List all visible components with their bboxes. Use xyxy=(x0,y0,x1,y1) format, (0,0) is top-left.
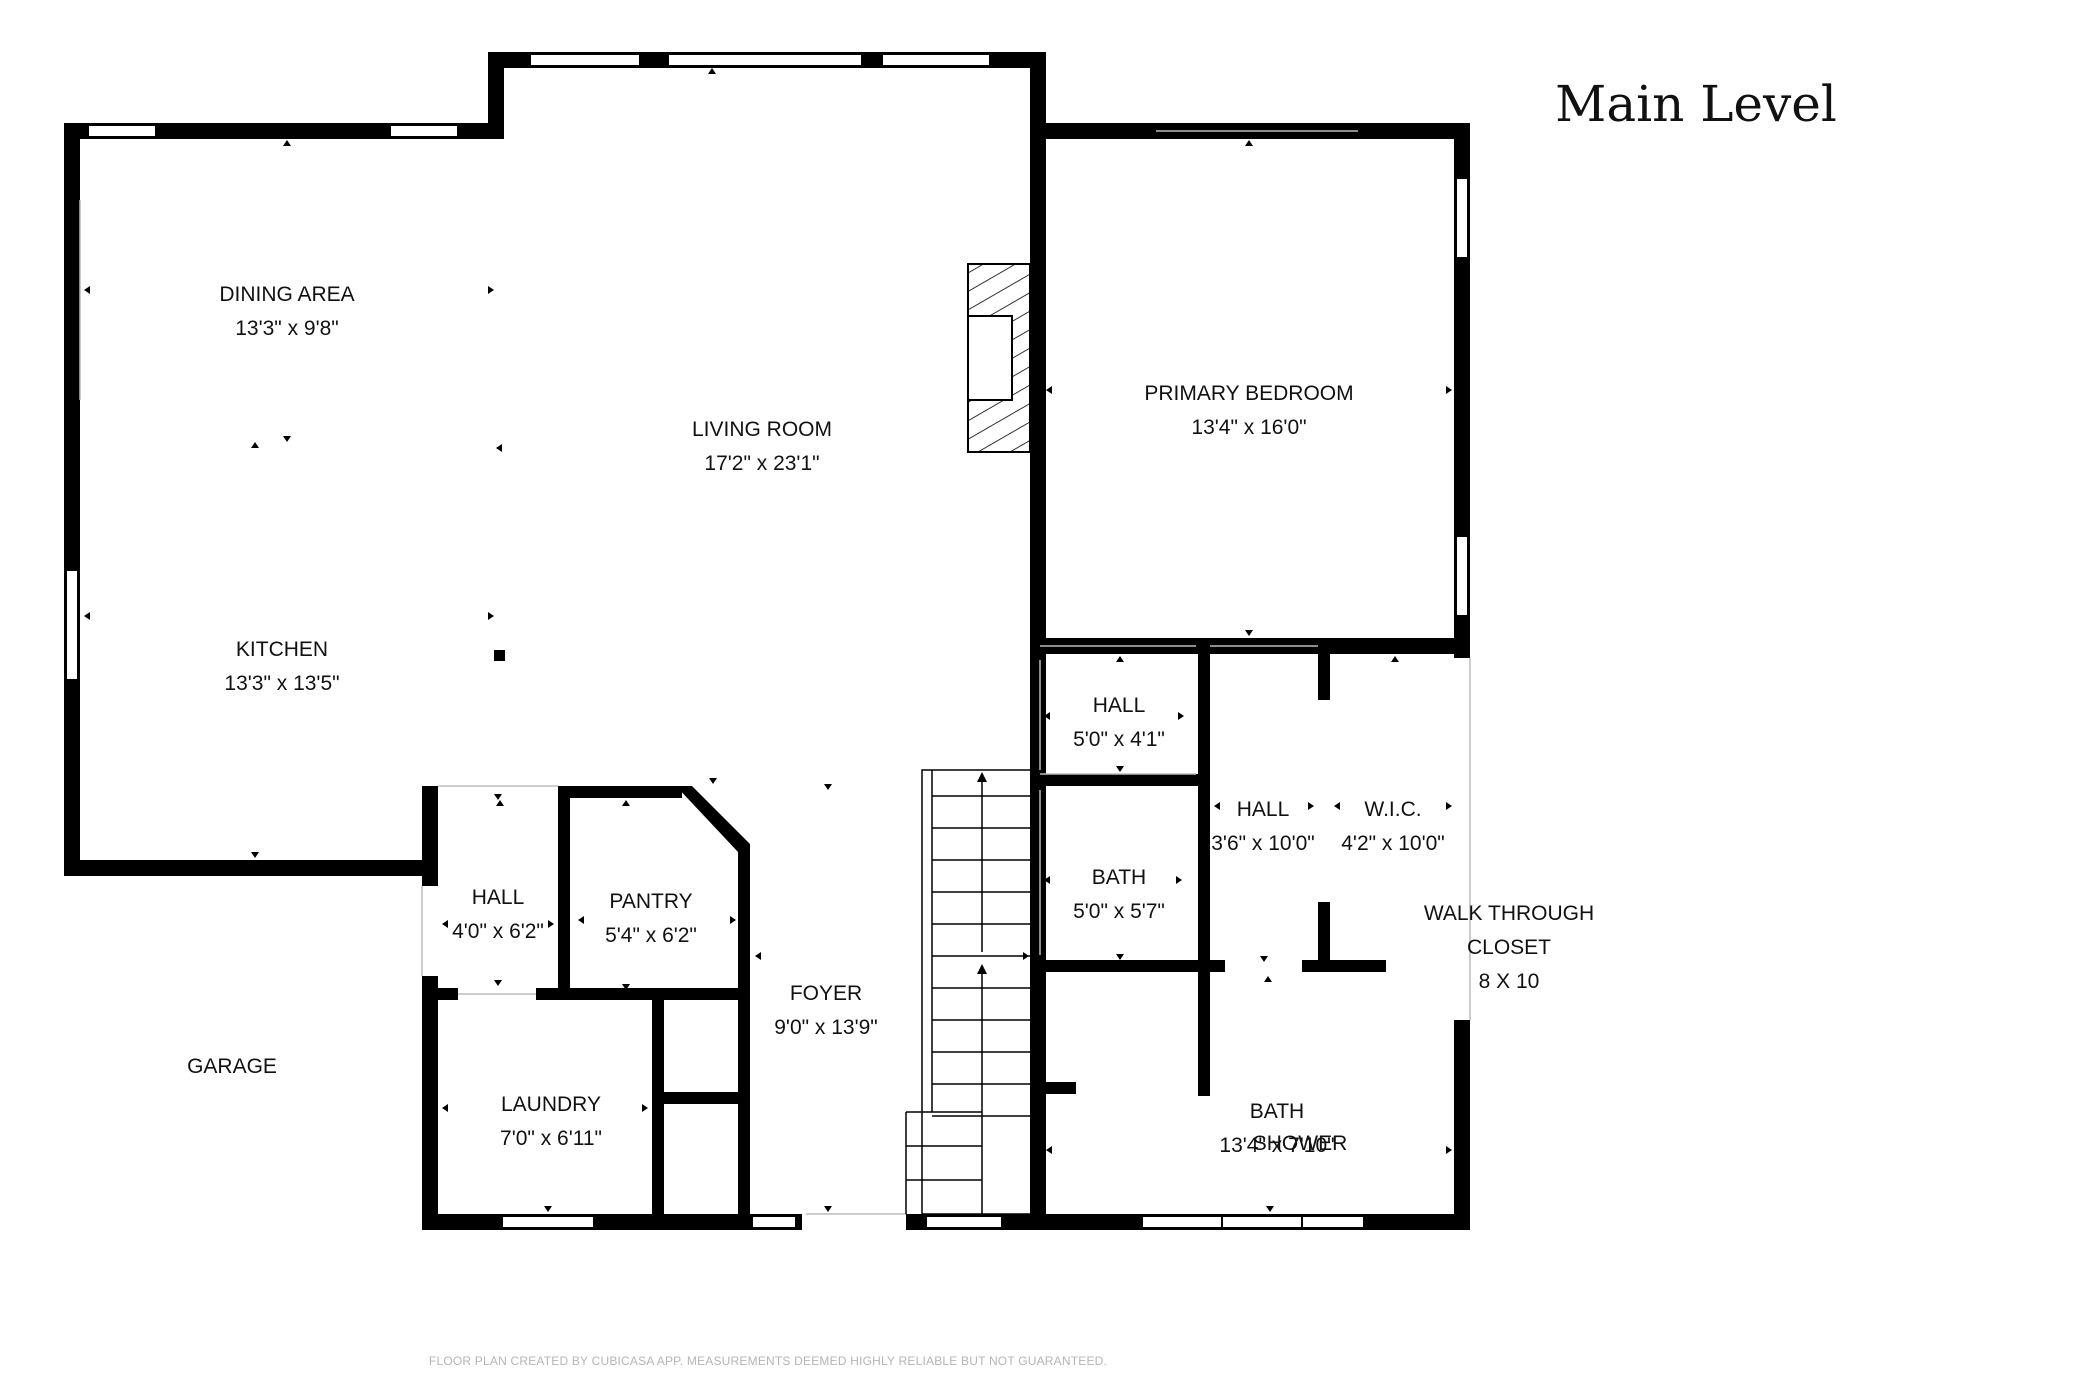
wall-pantry-top xyxy=(558,786,682,798)
room-labels: DINING AREA 13'3" x 9'8" LIVING ROOM 17'… xyxy=(187,283,1594,1157)
room-hall-middle-dims: 3'6" x 10'0" xyxy=(1211,832,1315,855)
room-walk-through-closet-line3: 8 X 10 xyxy=(1479,970,1540,993)
footer-disclaimer: FLOOR PLAN CREATED BY CUBICASA APP. MEAS… xyxy=(429,1354,1107,1368)
room-garage-name: GARAGE xyxy=(187,1055,277,1078)
room-hall-upper-name: HALL xyxy=(1093,694,1146,717)
room-foyer-dims: 9'0" x 13'9" xyxy=(774,1016,878,1039)
wall-left-outer xyxy=(64,123,80,876)
window-laundry xyxy=(501,1215,595,1229)
windows xyxy=(65,53,1469,1229)
window-living-1 xyxy=(529,53,641,67)
wall-pantry-diagonal xyxy=(676,786,750,1000)
window-living-3 xyxy=(881,53,991,67)
wall-closet-right xyxy=(738,1000,750,1230)
room-living-dims: 17'2" x 23'1" xyxy=(704,452,819,475)
wall-laundry-divider xyxy=(652,1000,664,1220)
room-foyer-name: FOYER xyxy=(790,982,862,1005)
room-hall-lower-name: HALL xyxy=(472,886,525,909)
openings xyxy=(79,130,1471,1215)
kitchen-column xyxy=(494,650,505,661)
room-laundry-name: LAUNDRY xyxy=(501,1093,601,1116)
room-bath-main-shower-label: SHOWER xyxy=(1253,1132,1348,1155)
window-kitchen-left xyxy=(65,569,79,681)
room-wic-dims: 4'2" x 10'0" xyxy=(1341,832,1445,855)
room-bath-small-name: BATH xyxy=(1092,866,1146,889)
room-living-name: LIVING ROOM xyxy=(692,418,832,441)
window-bedroom-1 xyxy=(1455,177,1469,259)
window-stairs-bottom xyxy=(925,1215,1003,1229)
wall-laundry-top-right xyxy=(536,988,746,1000)
window-bedroom-2 xyxy=(1455,535,1469,617)
wall-laundry-top-left xyxy=(422,988,458,1000)
room-laundry-dims: 7'0" x 6'11" xyxy=(500,1127,602,1150)
room-bath-small-dims: 5'0" x 5'7" xyxy=(1073,900,1165,923)
room-walk-through-closet-line1: WALK THROUGH xyxy=(1424,902,1594,925)
stairs xyxy=(905,769,1033,1215)
room-dining-dims: 13'3" x 9'8" xyxy=(235,317,339,340)
wall-hall-left-bottom xyxy=(422,976,438,1230)
room-kitchen-dims: 13'3" x 13'5" xyxy=(224,672,339,695)
wall-hall-left-top xyxy=(422,786,438,886)
fireplace xyxy=(967,263,1031,453)
room-dining-name: DINING AREA xyxy=(219,283,354,306)
room-hall-upper-dims: 5'0" x 4'1" xyxy=(1073,728,1165,751)
floor-title: Main Level xyxy=(1555,75,1837,133)
window-bath-3 xyxy=(1301,1215,1365,1229)
room-pantry-name: PANTRY xyxy=(609,890,692,913)
window-foyer xyxy=(751,1215,797,1229)
room-walk-through-closet-line2: CLOSET xyxy=(1467,936,1551,959)
wall-right-lower xyxy=(1454,1020,1470,1230)
wall-bath-top xyxy=(1040,774,1200,786)
room-hall-lower-dims: 4'0" x 6'2" xyxy=(452,920,544,943)
room-bath-main-dims: 13'4" x 7'10" xyxy=(1219,1134,1334,1157)
wall-wic-left-top xyxy=(1318,646,1330,700)
window-living-2 xyxy=(667,53,863,67)
window-dining-1 xyxy=(87,124,157,138)
wall-hall-pantry xyxy=(558,790,570,1000)
wall-bath-stub xyxy=(1040,1082,1076,1094)
room-pantry-dims: 5'4" x 6'2" xyxy=(605,924,697,947)
room-kitchen-name: KITCHEN xyxy=(236,638,328,661)
room-bath-main-name: BATH xyxy=(1250,1100,1304,1123)
dimension-markers xyxy=(84,68,1452,1212)
wall-kitchen-bottom xyxy=(64,860,438,876)
room-primary-bedroom-name: PRIMARY BEDROOM xyxy=(1144,382,1353,405)
wall-step-vertical xyxy=(488,52,504,139)
wall-wic-bottom xyxy=(1302,960,1386,972)
window-bath-1 xyxy=(1141,1215,1223,1229)
wall-wic-left-bottom xyxy=(1318,902,1330,966)
window-bath-2 xyxy=(1221,1215,1303,1229)
wall-closet-top xyxy=(658,1092,748,1104)
room-wic-name: W.I.C. xyxy=(1364,798,1421,821)
window-dining-2 xyxy=(389,124,459,138)
room-hall-middle-name: HALL xyxy=(1237,798,1290,821)
wall-bath-bottom xyxy=(1040,960,1225,972)
wall-hall-divider xyxy=(1198,646,1210,1096)
room-primary-bedroom-dims: 13'4" x 16'0" xyxy=(1191,416,1306,439)
